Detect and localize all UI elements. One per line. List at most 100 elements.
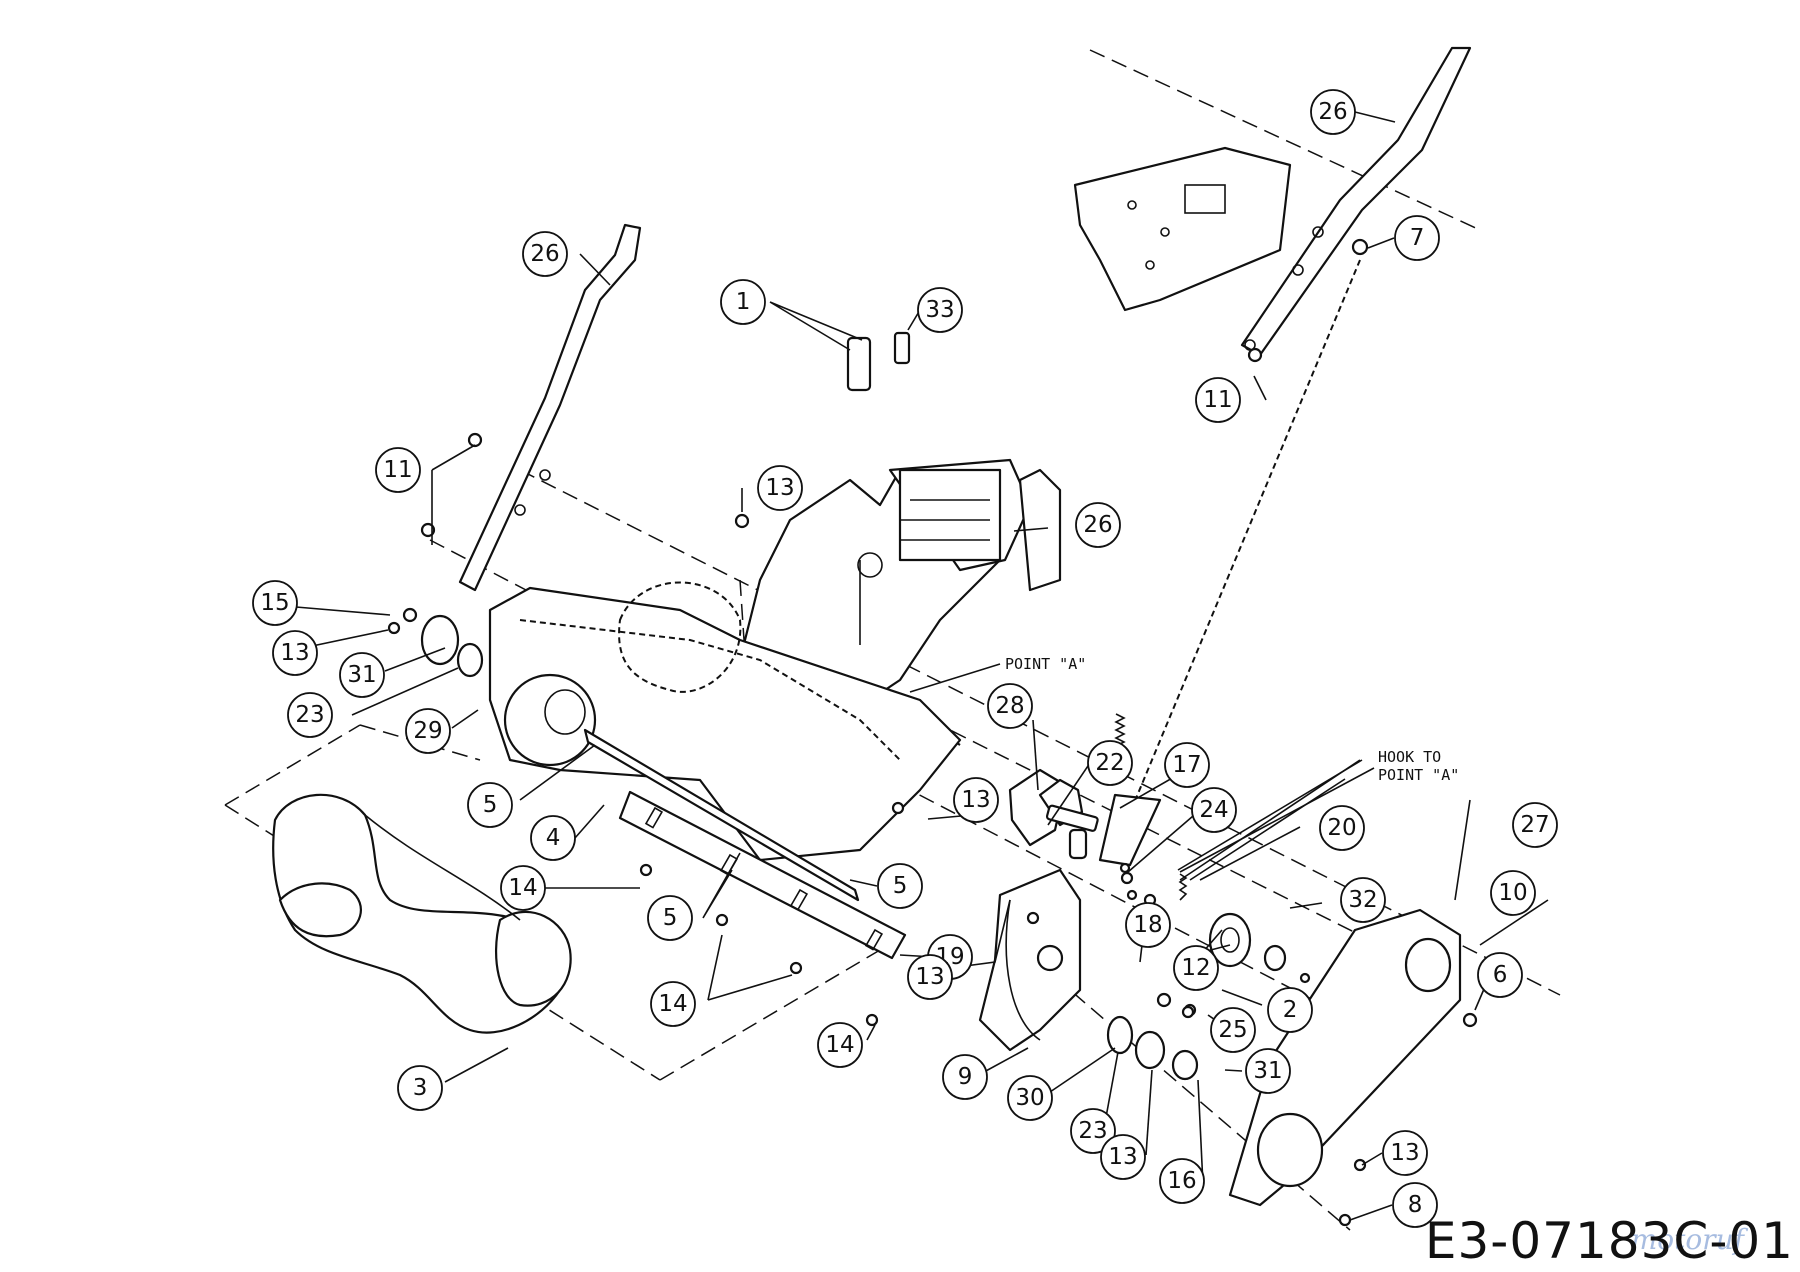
callout-bubble: 29 [405, 708, 451, 754]
callout-bubble: 11 [375, 447, 421, 493]
callout-bubble: 26 [522, 231, 568, 277]
svg-text:32: 32 [1348, 887, 1377, 913]
callout-bubble: 12 [1173, 945, 1219, 991]
callout-bubble: 11 [1195, 377, 1241, 423]
svg-text:2: 2 [1283, 997, 1298, 1023]
callout-bubble: 31 [339, 652, 385, 698]
key-switch [846, 331, 911, 392]
callout-bubble: 18 [1125, 902, 1171, 948]
svg-text:24: 24 [1199, 797, 1228, 823]
svg-text:30: 30 [1015, 1085, 1044, 1111]
callout-bubble: 2 [1267, 987, 1313, 1033]
svg-text:26: 26 [1083, 512, 1112, 538]
callout-bubble: 23 [287, 692, 333, 738]
svg-text:13: 13 [961, 787, 990, 813]
svg-text:14: 14 [508, 875, 537, 901]
svg-text:17: 17 [1172, 752, 1201, 778]
callout-bubble: 27 [1512, 802, 1558, 848]
svg-text:20: 20 [1327, 815, 1356, 841]
svg-text:13: 13 [915, 964, 944, 990]
callout-bubble: 31 [1245, 1048, 1291, 1094]
svg-text:29: 29 [413, 718, 442, 744]
callout-bubble: 14 [500, 865, 546, 911]
callout-bubble: 4 [530, 815, 576, 861]
scraper-bar [583, 728, 907, 960]
callouts: 26 26 26 7 1 33 11 11 13 15 13 31 23 29 … [252, 89, 1558, 1228]
callout-bubble: 16 [1159, 1158, 1205, 1204]
callout-bubble: 5 [467, 782, 513, 828]
svg-text:14: 14 [825, 1032, 854, 1058]
notes: POINT "A" HOOK TO POINT "A" [909, 655, 1459, 873]
svg-text:23: 23 [295, 702, 324, 728]
callout-bubble: 13 [953, 777, 999, 823]
svg-text:23: 23 [1078, 1118, 1107, 1144]
callout-bubble: 24 [1191, 787, 1237, 833]
auger-housing [488, 581, 962, 862]
drawing-number: E3-07183C-01 [1424, 1212, 1794, 1270]
svg-text:4: 4 [546, 825, 561, 851]
watermark-logo: motoruf [1630, 1223, 1744, 1256]
svg-text:26: 26 [530, 241, 559, 267]
callout-bubble: 7 [1394, 215, 1440, 261]
svg-text:28: 28 [995, 693, 1024, 719]
callout-bubble: 28 [987, 683, 1033, 729]
svg-text:31: 31 [1253, 1058, 1282, 1084]
callout-bubble: 13 [272, 630, 318, 676]
callout-bubble: 13 [1382, 1130, 1428, 1176]
svg-text:26: 26 [1318, 99, 1347, 125]
callout-bubble: 13 [1100, 1134, 1146, 1180]
auger [272, 793, 572, 1034]
svg-text:33: 33 [925, 297, 954, 323]
callout-bubble: 13 [907, 954, 953, 1000]
svg-text:6: 6 [1493, 962, 1508, 988]
callout-bubble: 5 [647, 895, 693, 941]
callout-bubble: 17 [1164, 742, 1210, 788]
belt-cover [1228, 908, 1462, 1207]
callout-bubble: 3 [397, 1065, 443, 1111]
svg-text:15: 15 [260, 590, 289, 616]
callout-bubble: 9 [942, 1054, 988, 1100]
callout-bubble: 5 [877, 863, 923, 909]
callout-bubble: 32 [1340, 877, 1386, 923]
point-a-label: POINT "A" [1005, 655, 1086, 673]
callout-bubble: 14 [650, 981, 696, 1027]
svg-text:9: 9 [958, 1064, 973, 1090]
svg-text:14: 14 [658, 991, 687, 1017]
cable [1126, 259, 1361, 821]
svg-text:1: 1 [736, 289, 751, 315]
callout-bubble: 22 [1087, 740, 1133, 786]
callout-bubble: 8 [1392, 1182, 1438, 1228]
svg-text:3: 3 [413, 1075, 428, 1101]
callout-bubble: 14 [817, 1022, 863, 1068]
dash-panel [1073, 146, 1292, 312]
callout-bubble: 15 [252, 580, 298, 626]
callout-bubble: 26 [1310, 89, 1356, 135]
callout-bubble: 1 [720, 279, 766, 325]
callout-bubble: 10 [1490, 870, 1536, 916]
bearings-right [1106, 992, 1199, 1081]
svg-text:5: 5 [893, 873, 908, 899]
svg-text:25: 25 [1218, 1017, 1247, 1043]
pulley [1208, 912, 1287, 972]
callout-bubble: 30 [1007, 1075, 1053, 1121]
engine [738, 458, 1062, 746]
svg-text:27: 27 [1520, 812, 1549, 838]
handle-left [458, 223, 642, 592]
svg-text:16: 16 [1167, 1168, 1196, 1194]
callout-bubble: 26 [1075, 502, 1121, 548]
callout-bubble: 20 [1319, 805, 1365, 851]
leader-lines [295, 111, 1549, 1221]
svg-text:13: 13 [1108, 1144, 1137, 1170]
svg-text:7: 7 [1410, 225, 1425, 251]
hook-label-line2: POINT "A" [1378, 766, 1459, 784]
callout-bubble: 25 [1210, 1007, 1256, 1053]
hook-label-line1: HOOK TO [1378, 748, 1441, 766]
svg-text:31: 31 [347, 662, 376, 688]
svg-text:12: 12 [1181, 955, 1210, 981]
svg-text:5: 5 [483, 792, 498, 818]
svg-text:11: 11 [1203, 387, 1232, 413]
callout-bubble: 13 [757, 465, 803, 511]
svg-text:8: 8 [1408, 1192, 1423, 1218]
callout-bubble: 6 [1477, 952, 1523, 998]
